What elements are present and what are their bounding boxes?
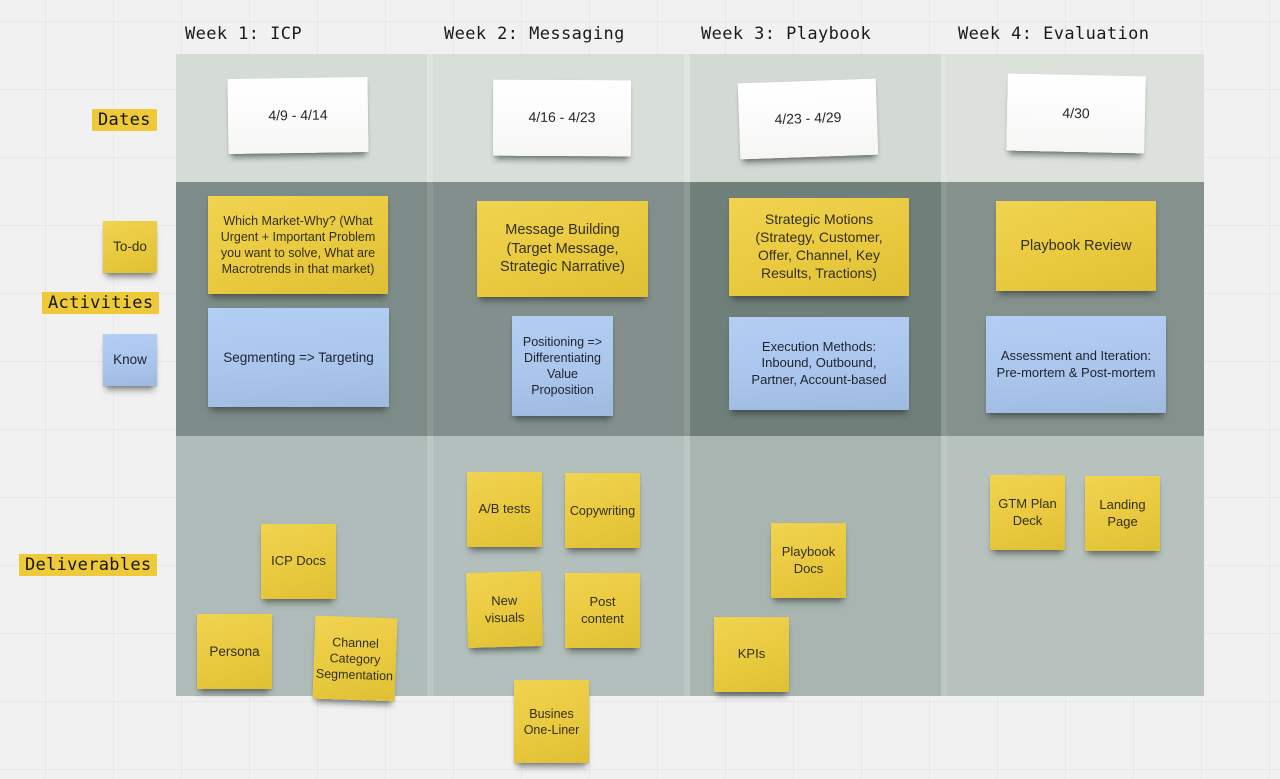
sticky-note-date-week1[interactable]: 4/9 - 4/14 (227, 77, 369, 154)
sticky-note-deliverable-landing-page[interactable]: Landing Page (1085, 476, 1160, 551)
sticky-note-todo-week4[interactable]: Playbook Review (996, 201, 1156, 291)
sticky-note-deliverable-playbook-docs[interactable]: Playbook Docs (771, 523, 846, 598)
row-label-dates[interactable]: Dates (92, 109, 157, 131)
row-label-deliverables[interactable]: Deliverables (19, 554, 158, 576)
sticky-note-deliverable-post-content[interactable]: Post content (565, 573, 640, 648)
cell-deliverables-week4 (947, 436, 1204, 696)
sticky-note-deliverable-persona[interactable]: Persona (197, 614, 272, 689)
sticky-note-date-week2[interactable]: 4/16 - 4/23 (492, 79, 632, 157)
sticky-note-deliverable-kpis[interactable]: KPIs (714, 617, 789, 692)
column-header-week3[interactable]: Week 3: Playbook (701, 24, 872, 44)
sticky-note-todo-week2[interactable]: Message Building (Target Message, Strate… (477, 201, 648, 297)
row-label-activities[interactable]: Activities (42, 292, 160, 314)
sticky-note-deliverable-icp-docs[interactable]: ICP Docs (261, 524, 336, 599)
sticky-note-date-week4[interactable]: 4/30 (1006, 73, 1146, 154)
sticky-note-deliverable-new-visuals[interactable]: New visuals (466, 571, 543, 648)
sticky-note-deliverable-channel-category-segmentation[interactable]: Channel Category Segmentation (312, 615, 398, 702)
sticky-note-know-week3[interactable]: Execution Methods: Inbound, Outbound, Pa… (729, 317, 909, 410)
sticky-note-todo-week3[interactable]: Strategic Motions (Strategy, Customer, O… (729, 198, 909, 296)
column-header-week4[interactable]: Week 4: Evaluation (958, 24, 1150, 44)
sticky-note-deliverable-gtm-plan-deck[interactable]: GTM Plan Deck (990, 475, 1065, 550)
sticky-note-todo-week1[interactable]: Which Market-Why? (What Urgent + Importa… (208, 196, 388, 294)
sticky-note-know-week2[interactable]: Positioning => Differentiating Value Pro… (512, 316, 613, 416)
sticky-note-deliverable-ab-tests[interactable]: A/B tests (467, 472, 542, 547)
sticky-note-date-week3[interactable]: 4/23 - 4/29 (737, 78, 879, 160)
column-header-week1[interactable]: Week 1: ICP (185, 24, 302, 44)
sticky-note-deliverable-copywriting[interactable]: Copywriting (565, 473, 640, 548)
sticky-note-deliverable-business-one-liner[interactable]: Busines One-Liner (514, 680, 589, 763)
sticky-note-legend-know[interactable]: Know (103, 334, 157, 386)
column-header-week2[interactable]: Week 2: Messaging (444, 24, 625, 44)
sticky-note-know-week4[interactable]: Assessment and Iteration: Pre-mortem & P… (986, 316, 1166, 413)
sticky-note-legend-todo[interactable]: To-do (103, 221, 157, 273)
sticky-note-know-week1[interactable]: Segmenting => Targeting (208, 308, 389, 407)
